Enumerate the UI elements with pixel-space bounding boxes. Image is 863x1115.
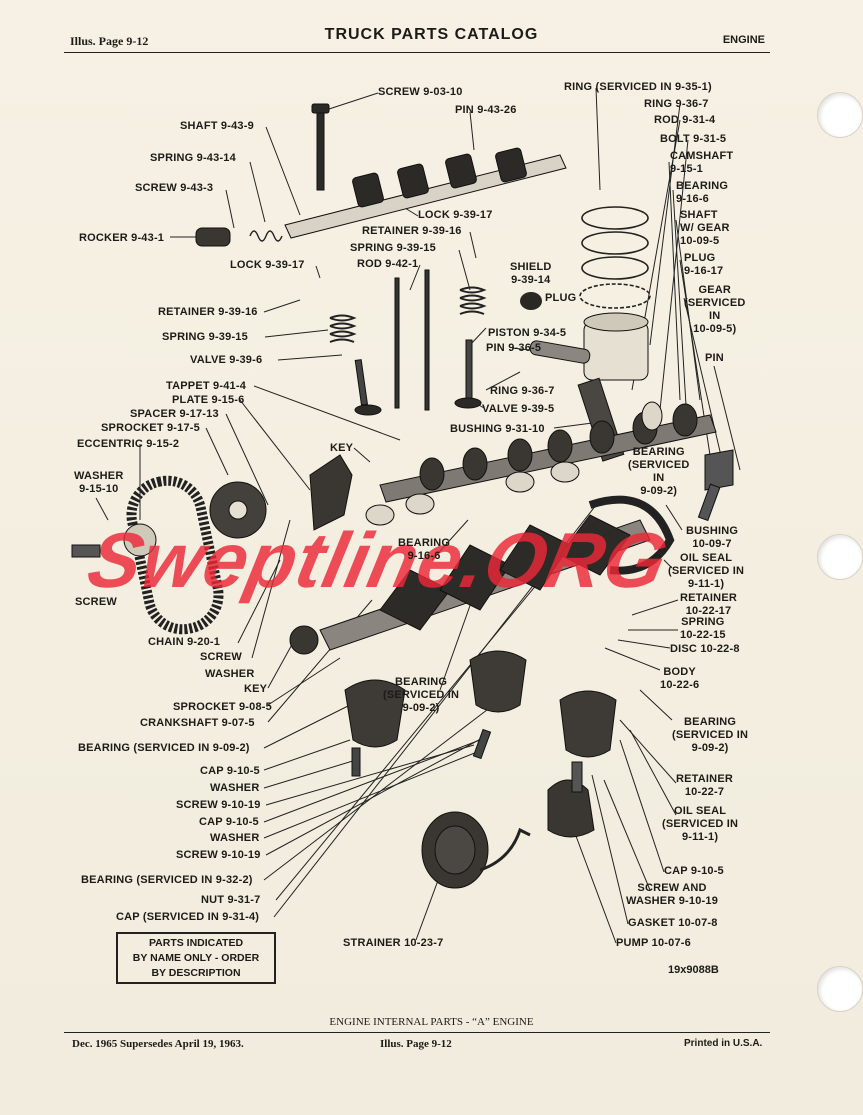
label-key: KEY	[330, 442, 354, 454]
label-plug: PLUG	[545, 292, 577, 304]
label-screw-9-03-10: SCREW 9-03-10	[378, 86, 463, 98]
label-gear: GEAR (SERVICED IN 10-09-5)	[684, 284, 746, 335]
header-rule	[64, 52, 770, 53]
label-washer-9-15-10: WASHER 9-15-10	[74, 470, 124, 495]
label-shaft-9-43-9: SHAFT 9-43-9	[180, 120, 254, 132]
label-crankshaft: CRANKSHAFT 9-07-5	[140, 717, 255, 729]
label-ring-9-35-1: RING (SERVICED IN 9-35-1)	[564, 81, 712, 93]
label-cap-9-10-5-b: CAP 9-10-5	[199, 816, 259, 828]
label-bearing-9-32-2: BEARING (SERVICED IN 9-32-2)	[81, 874, 253, 886]
footer-printed: Printed in U.S.A.	[684, 1038, 763, 1049]
label-disc: DISC 10-22-8	[670, 643, 740, 655]
label-ring-9-36-7-b: RING 9-36-7	[490, 385, 555, 397]
label-rod-9-31-4: ROD 9-31-4	[654, 114, 716, 126]
label-bearing-center: BEARING (SERVICED IN 9-09-2)	[383, 676, 460, 714]
section-name: ENGINE	[722, 34, 765, 46]
label-nut: NUT 9-31-7	[201, 894, 261, 906]
label-bearing-lower-right: BEARING (SERVICED IN 9-09-2)	[672, 716, 749, 754]
binder-hole	[817, 966, 863, 1012]
label-bolt: BOLT 9-31-5	[660, 133, 727, 145]
label-oil-seal-a: OIL SEAL (SERVICED IN 9-11-1)	[668, 552, 745, 590]
label-chain: CHAIN 9-20-1	[148, 636, 221, 648]
label-lock-9-39-17: LOCK 9-39-17	[418, 209, 493, 221]
label-washer-d: WASHER	[210, 832, 260, 844]
note-line: PARTS INDICATED	[148, 937, 244, 949]
footer-page-ref: Illus. Page 9-12	[380, 1038, 452, 1050]
label-washer-c: WASHER	[210, 782, 260, 794]
label-cap-9-10-5-c: CAP 9-10-5	[664, 865, 724, 877]
label-spring-9-39-15-b: SPRING 9-39-15	[162, 331, 248, 343]
footer-rule	[64, 1032, 770, 1033]
label-plate: PLATE 9-15-6	[172, 394, 245, 406]
label-strainer: STRAINER 10-23-7	[343, 937, 444, 949]
figure-caption: ENGINE INTERNAL PARTS - “A” ENGINE	[329, 1016, 534, 1028]
label-washer-b: WASHER	[205, 668, 255, 680]
label-shield: SHIELD 9-39-14	[510, 261, 552, 286]
label-tappet: TAPPET 9-41-4	[166, 380, 247, 392]
label-screw-washer: SCREW AND WASHER 9-10-19	[626, 882, 719, 907]
label-spring-9-43-14: SPRING 9-43-14	[150, 152, 236, 164]
label-screw-9-43-3: SCREW 9-43-3	[135, 182, 214, 194]
label-rod-9-42-1: ROD 9-42-1	[357, 258, 419, 270]
label-retainer-9-39-16: RETAINER 9-39-16	[362, 225, 462, 237]
footer-date: Dec. 1965 Supersedes April 19, 1963.	[72, 1038, 244, 1050]
label-sprocket-9-08-5: SPROCKET 9-08-5	[173, 701, 272, 713]
watermark: Sweptline.ORG	[80, 516, 676, 604]
label-sprocket-9-17-5: SPROCKET 9-17-5	[101, 422, 200, 434]
label-cap-9-10-5-a: CAP 9-10-5	[200, 765, 260, 777]
note-line: BY DESCRIPTION	[151, 967, 241, 979]
label-bearing-9-09-2-left: BEARING (SERVICED IN 9-09-2)	[78, 742, 250, 754]
label-spring-9-39-15: SPRING 9-39-15	[350, 242, 436, 254]
label-pump: PUMP 10-07-6	[616, 937, 691, 949]
label-bushing-10-09-7: BUSHING 10-09-7	[686, 525, 739, 550]
label-body: BODY 10-22-6	[660, 666, 700, 691]
label-spacer: SPACER 9-17-13	[130, 408, 219, 420]
label-retainer-9-39-16-b: RETAINER 9-39-16	[158, 306, 258, 318]
label-valve-9-39-5: VALVE 9-39-5	[482, 403, 555, 415]
label-bushing-9-31-10: BUSHING 9-31-10	[450, 423, 545, 435]
label-cap-9-31-4: CAP (SERVICED IN 9-31-4)	[116, 911, 260, 923]
label-pin-9-36-5: PIN 9-36-5	[486, 342, 542, 354]
label-ring-9-36-7: RING 9-36-7	[644, 98, 709, 110]
label-oil-seal-b: OIL SEAL (SERVICED IN 9-11-1)	[662, 805, 739, 843]
note-box: PARTS INDICATED BY NAME ONLY - ORDER BY …	[116, 932, 276, 984]
label-bearing-serviced-right: BEARING (SERVICED IN 9-09-2)	[628, 446, 690, 497]
label-lock-9-39-17-b: LOCK 9-39-17	[230, 259, 305, 271]
label-pin: PIN	[705, 352, 724, 364]
label-retainer-10-22-7: RETAINER 10-22-7	[676, 773, 734, 798]
label-gasket: GASKET 10-07-8	[628, 917, 718, 929]
label-retainer-10-22-17: RETAINER 10-22-17	[680, 592, 738, 617]
label-screw: SCREW	[75, 596, 117, 608]
label-piston: PISTON 9-34-5	[488, 327, 567, 339]
binder-hole	[817, 534, 863, 580]
label-eccentric: ECCENTRIC 9-15-2	[77, 438, 180, 450]
label-pin-9-43-26: PIN 9-43-26	[455, 104, 517, 116]
label-camshaft: CAMSHAFT 9-15-1	[670, 150, 734, 175]
label-screw-b: SCREW	[200, 651, 242, 663]
label-shaft-gear: SHAFT W/ GEAR 10-09-5	[680, 209, 730, 247]
label-plug-9-16-17: PLUG 9-16-17	[684, 252, 724, 277]
label-spring-10-22-15: SPRING 10-22-15	[680, 616, 726, 641]
label-bearing-9-16-6-right: BEARING 9-16-6	[676, 180, 729, 205]
label-screw-9-10-19-b: SCREW 9-10-19	[176, 849, 261, 861]
label-rocker-9-43-1: ROCKER 9-43-1	[79, 232, 165, 244]
label-valve-9-39-6: VALVE 9-39-6	[190, 354, 263, 366]
header-page-ref: Illus. Page 9-12	[70, 34, 149, 48]
label-screw-9-10-19-a: SCREW 9-10-19	[176, 799, 261, 811]
binder-hole	[817, 92, 863, 138]
note-line: BY NAME ONLY - ORDER	[132, 952, 260, 964]
figure-id: 19x9088B	[668, 964, 719, 976]
label-bearing-9-16-6-mid: BEARING 9-16-6	[398, 537, 451, 562]
label-key-b: KEY	[244, 683, 268, 695]
catalog-title: TRUCK PARTS CATALOG	[324, 26, 539, 43]
